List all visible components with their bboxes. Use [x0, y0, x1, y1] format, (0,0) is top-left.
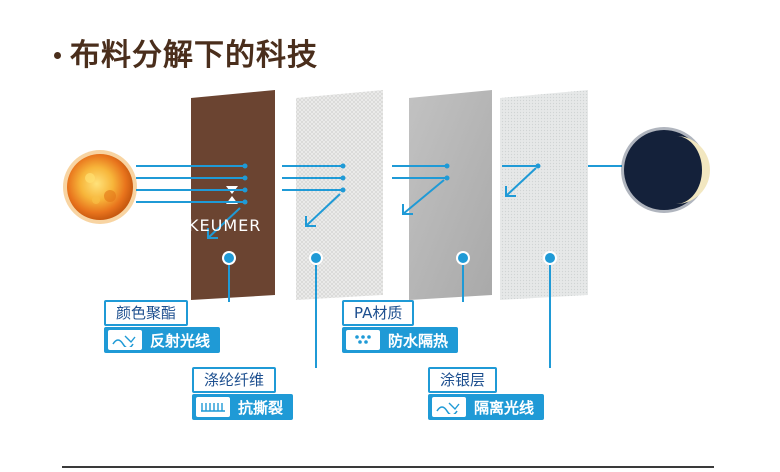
- layer-feature: 反射光线: [104, 327, 221, 353]
- bottom-divider: [62, 466, 714, 468]
- layer-name-label: 涂银层: [428, 367, 498, 393]
- layer-feature-label: 防水隔热: [388, 331, 449, 350]
- crescent-moon-icon: [621, 127, 710, 213]
- light-rays: [136, 165, 622, 203]
- layer-feature: 抗撕裂: [192, 394, 294, 420]
- layer-name-label: PA材质: [342, 300, 415, 326]
- layer-feature-label: 抗撕裂: [238, 398, 284, 417]
- layer-panel-1: [191, 90, 275, 300]
- layer-feature: 隔离光线: [428, 394, 545, 420]
- ray-endpoints: [242, 163, 541, 205]
- leader-lines: [228, 265, 551, 368]
- reflect-wave-icon: [108, 330, 142, 350]
- brand-logo-text: KEUMER: [188, 216, 262, 235]
- title-bullet: [54, 52, 61, 59]
- page-title: 布料分解下的科技: [70, 38, 318, 73]
- layer-feature-label: 隔离光线: [474, 398, 535, 417]
- reflect-wave-icon: [432, 397, 466, 417]
- layer-panel-4: [500, 90, 588, 300]
- layer-feature: 防水隔热: [342, 327, 459, 353]
- reflection-arrows: [207, 167, 537, 239]
- fiber-icon: [196, 397, 230, 417]
- water-drops-icon: [346, 330, 380, 350]
- sun-icon: [63, 150, 137, 224]
- layer-feature-label: 反射光线: [150, 331, 211, 350]
- layer-name-label: 颜色聚酯: [104, 300, 189, 326]
- layer-name-label: 涤纶纤维: [192, 367, 277, 393]
- callout-dots: [222, 251, 557, 265]
- layer-panel-3: [409, 90, 492, 300]
